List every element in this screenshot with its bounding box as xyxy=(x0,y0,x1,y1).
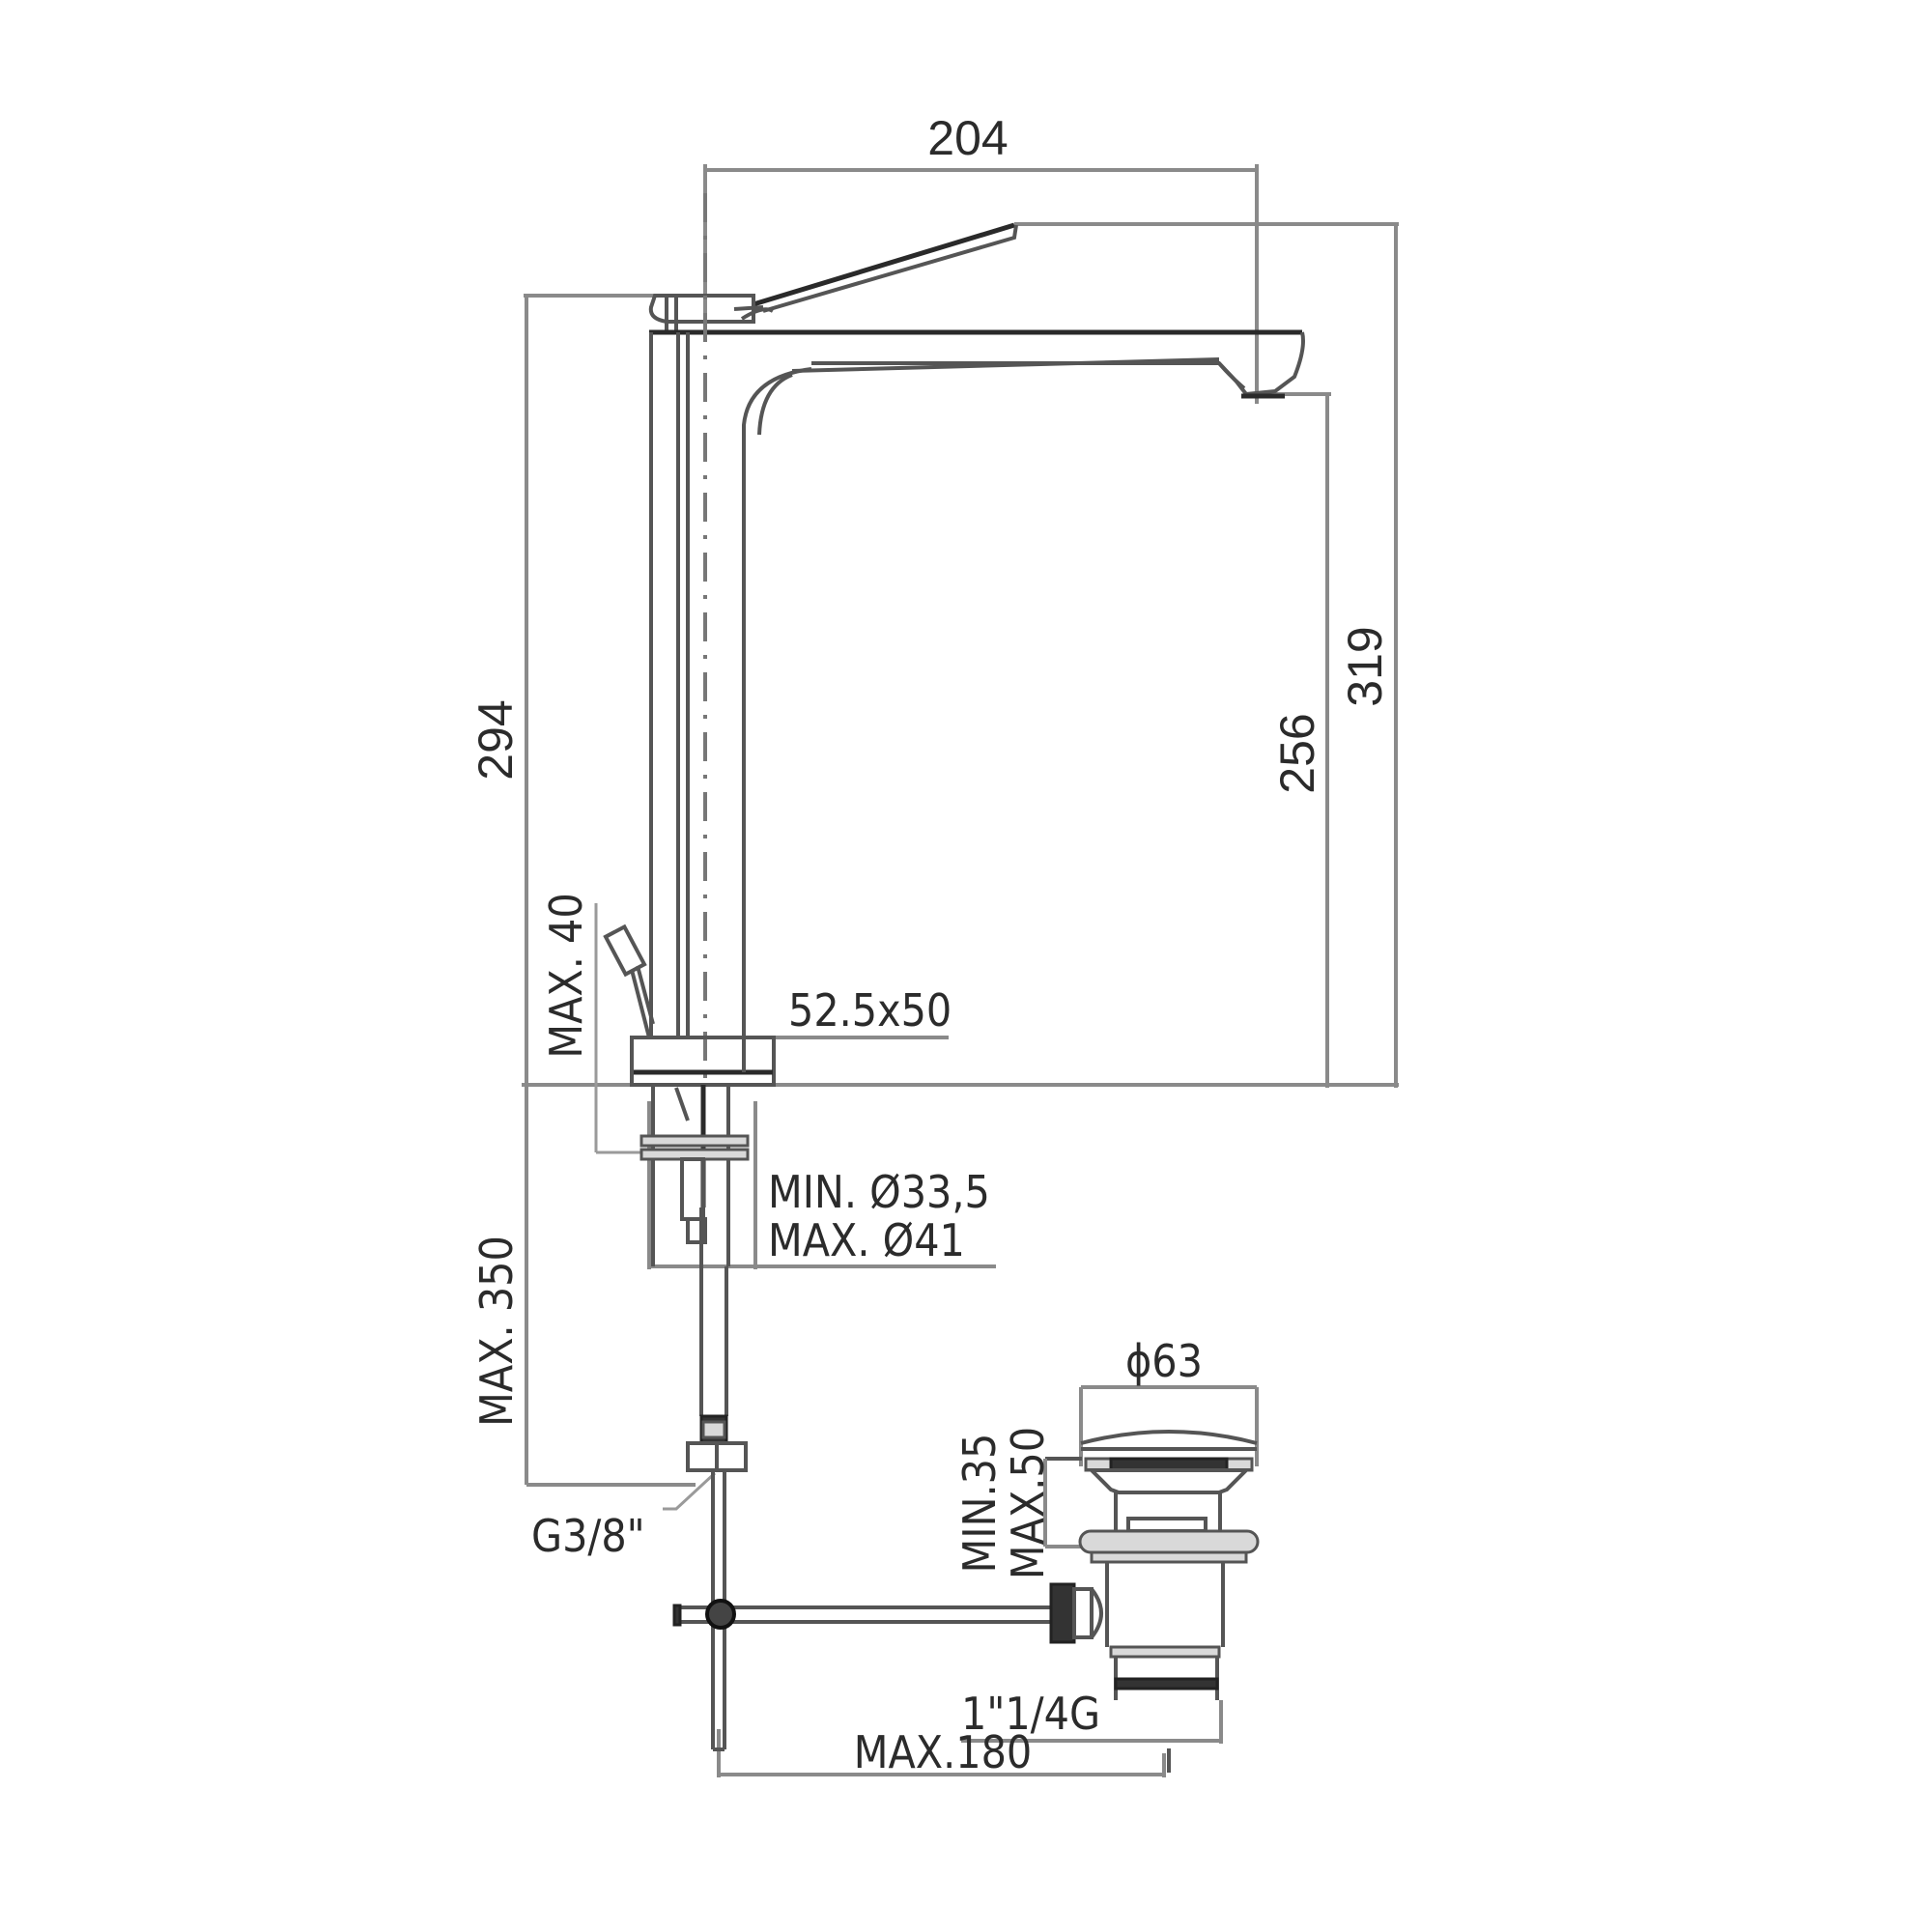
dim-waste-thread xyxy=(961,1700,1223,1744)
label-waste-min: MIN.35 xyxy=(953,1434,1006,1574)
dim-total-height xyxy=(1014,222,1399,1088)
dim-hole-diameter xyxy=(647,1101,996,1269)
label-spout-height: 256 xyxy=(1270,713,1324,793)
label-waste-cap: ϕ63 xyxy=(1125,1335,1203,1387)
label-total-height: 319 xyxy=(1338,626,1392,706)
dim-deck-thickness xyxy=(594,903,647,1154)
label-spout-reach: 204 xyxy=(927,111,1008,165)
label-hole-max: MAX. Ø41 xyxy=(768,1214,965,1266)
label-hose-length: MAX. 350 xyxy=(470,1236,523,1427)
flexible-hose xyxy=(663,1208,748,1511)
label-rod-reach: MAX.180 xyxy=(854,1726,1032,1778)
label-body-height: 294 xyxy=(469,699,523,780)
dim-body-height xyxy=(524,294,667,1088)
pop-up-rod xyxy=(672,1470,1053,1751)
label-waste-max: MAX.50 xyxy=(1002,1427,1054,1579)
label-hose-thread: G3/8" xyxy=(531,1510,645,1562)
aerator-switch xyxy=(603,923,655,1038)
label-base-size: 52.5x50 xyxy=(788,984,952,1037)
dim-rod-reach xyxy=(717,1729,1166,1777)
label-waste-thread: 1"1/4G xyxy=(961,1688,1100,1740)
dim-spout-reach xyxy=(703,164,1259,404)
label-max-deck-thickness: MAX. 40 xyxy=(540,893,592,1058)
dim-hose-length xyxy=(525,1085,696,1487)
rod-knob-icon xyxy=(705,1599,736,1630)
dim-waste-thickness xyxy=(1043,1457,1082,1548)
mixer-body xyxy=(630,193,776,1092)
fixing-kit xyxy=(639,1085,750,1266)
dim-waste-cap xyxy=(1079,1385,1259,1466)
label-hole-min: MIN. Ø33,5 xyxy=(768,1166,990,1218)
mixer-spout xyxy=(649,329,1305,1037)
pop-up-waste xyxy=(1049,1430,1260,1773)
